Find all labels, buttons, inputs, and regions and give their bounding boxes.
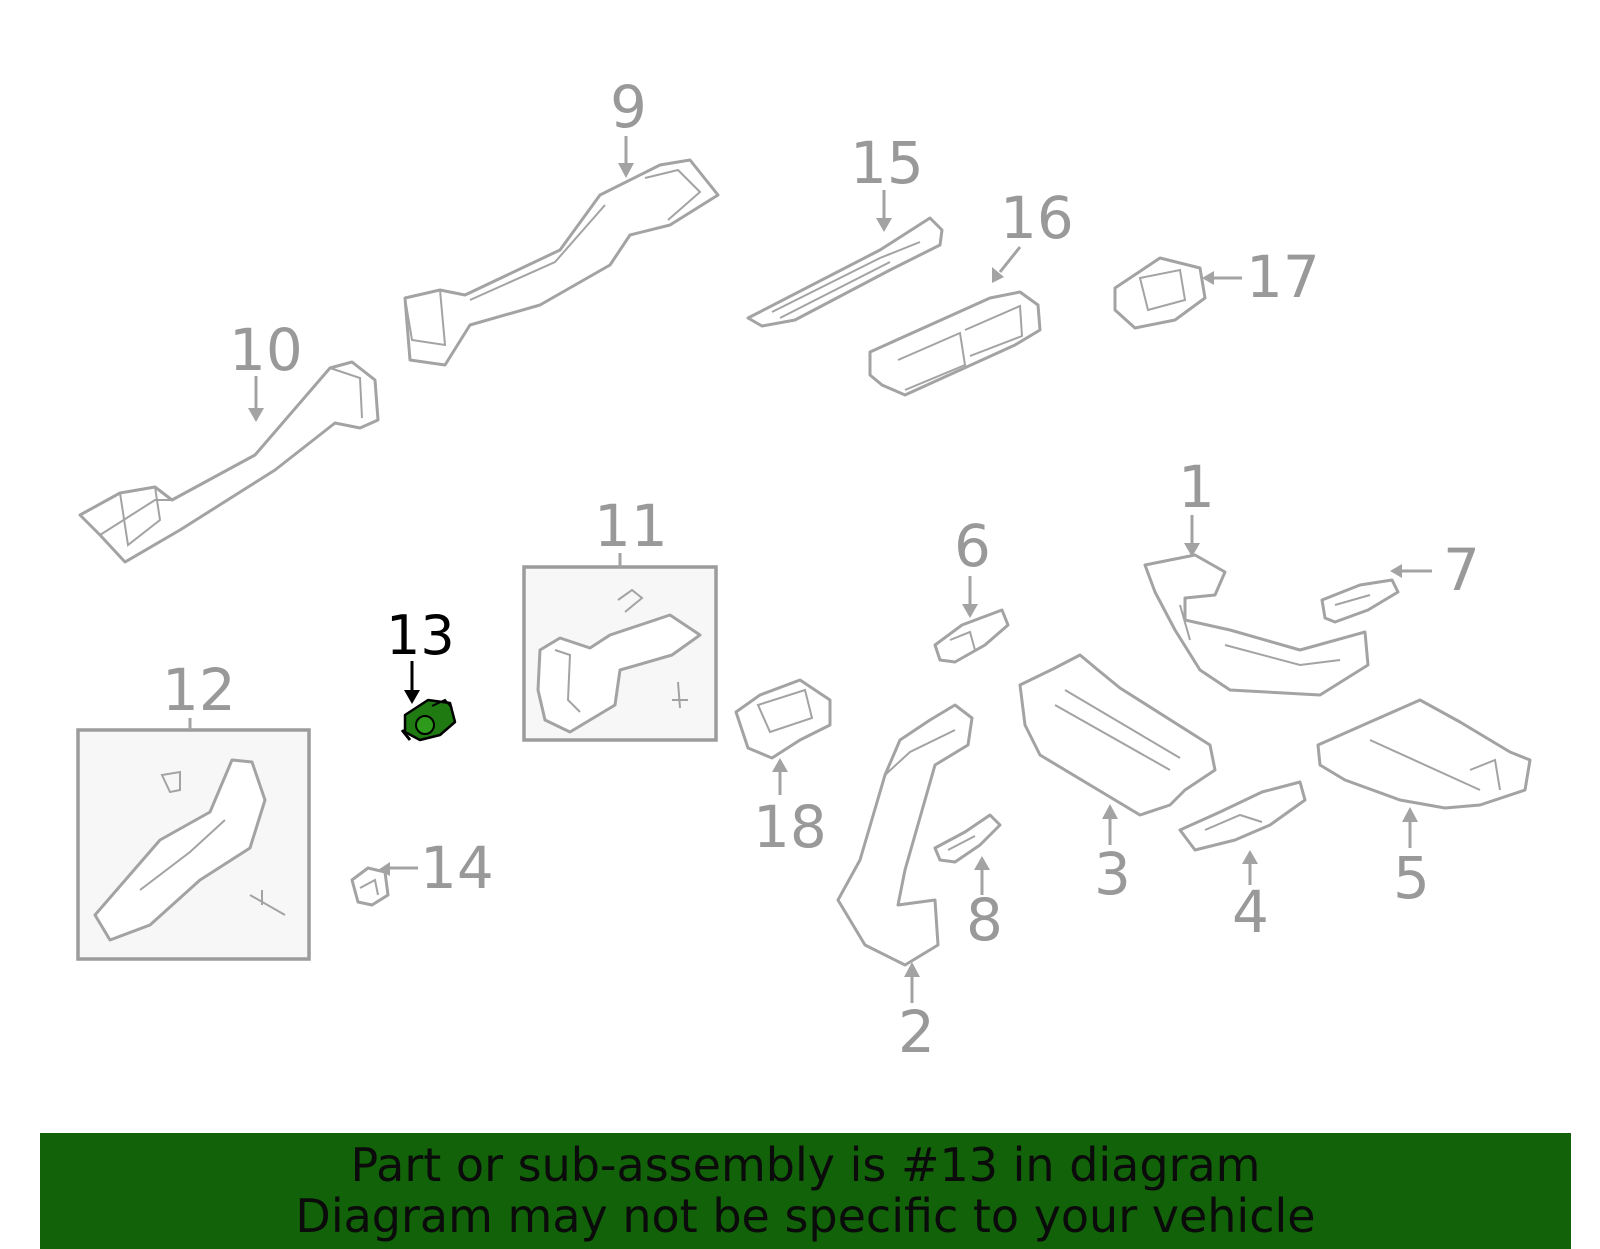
callout-7: 7: [1390, 536, 1480, 604]
svg-text:18: 18: [753, 793, 827, 861]
svg-text:15: 15: [850, 129, 924, 197]
svg-text:6: 6: [954, 512, 991, 580]
banner-line-1: Part or sub-assembly is #13 in diagram: [350, 1138, 1261, 1192]
part-2-duct[interactable]: [836, 703, 974, 967]
info-banner: Part or sub-assembly is #13 in diagram D…: [40, 1133, 1571, 1249]
svg-text:10: 10: [229, 316, 303, 384]
part-6-clip[interactable]: [933, 608, 1010, 664]
part-12-cover: [93, 758, 286, 942]
svg-text:2: 2: [898, 998, 935, 1066]
callout-15: 15: [850, 129, 924, 232]
svg-text:12: 12: [162, 656, 236, 724]
callout-6: 6: [954, 512, 991, 618]
svg-text:3: 3: [1094, 840, 1131, 908]
part-17-side-vent[interactable]: [1113, 256, 1207, 330]
part-3-duct[interactable]: [1018, 653, 1217, 817]
callout-5: 5: [1393, 807, 1430, 912]
svg-text:11: 11: [594, 492, 668, 560]
svg-text:4: 4: [1232, 878, 1269, 946]
part-4-vent[interactable]: [1178, 780, 1307, 852]
svg-text:16: 16: [1000, 184, 1074, 252]
svg-text:5: 5: [1393, 844, 1430, 912]
callout-18: 18: [753, 758, 827, 861]
svg-text:8: 8: [966, 886, 1003, 954]
part-8-clip[interactable]: [933, 813, 1002, 864]
callout-12: 12: [162, 656, 236, 730]
callout-1: 1: [1178, 453, 1215, 557]
callout-17: 17: [1202, 243, 1320, 311]
svg-text:13: 13: [386, 604, 455, 667]
callout-13: 13: [386, 604, 455, 704]
svg-text:17: 17: [1246, 243, 1320, 311]
part-1-duct[interactable]: [1143, 553, 1370, 697]
part-16-center-vent[interactable]: [868, 290, 1042, 397]
part-13-highlighted[interactable]: [400, 698, 457, 742]
part-18-vent[interactable]: [734, 678, 832, 760]
parts-diagram: 10 9 15 16: [76, 73, 1532, 1066]
svg-text:1: 1: [1178, 453, 1215, 521]
callout-2: 2: [898, 962, 935, 1066]
callout-14: 14: [378, 834, 494, 902]
part-11-bracket: [536, 588, 702, 734]
callout-10: 10: [229, 316, 303, 422]
svg-text:9: 9: [610, 73, 647, 141]
svg-text:7: 7: [1443, 536, 1480, 604]
callout-11: 11: [594, 492, 668, 567]
part-15-vent-bezel[interactable]: [746, 216, 944, 328]
part-14-clip[interactable]: [350, 866, 390, 907]
part-5-duct[interactable]: [1316, 698, 1532, 810]
svg-text:14: 14: [420, 834, 494, 902]
part-10-duct[interactable]: [78, 360, 380, 564]
callout-4: 4: [1232, 850, 1269, 946]
callout-16: 16: [992, 184, 1074, 283]
callout-3: 3: [1094, 804, 1131, 908]
part-9-duct[interactable]: [403, 158, 720, 367]
part-7-clip[interactable]: [1320, 578, 1400, 624]
callout-8: 8: [966, 856, 1003, 954]
callout-9: 9: [610, 73, 647, 178]
banner-line-2: Diagram may not be specific to your vehi…: [295, 1189, 1316, 1243]
